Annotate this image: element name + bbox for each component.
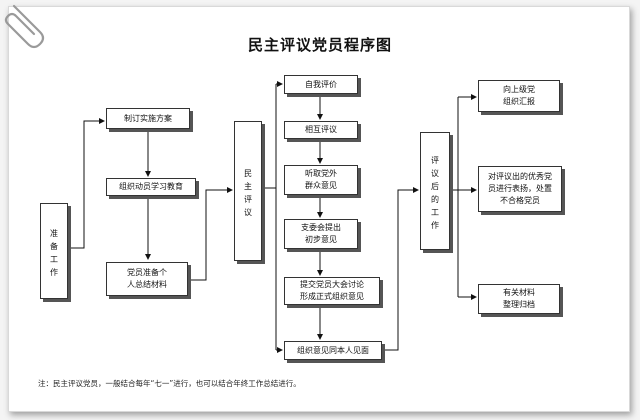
node-public-opinion: 听取党外 群众意见 (284, 165, 358, 195)
node-report: 向上级党 组织汇报 (478, 80, 560, 112)
arrow-feedback-to-after (360, 187, 419, 351)
node-commend: 对评议出的优秀党 员进行表扬，处置 不合格党员 (478, 166, 562, 212)
node-mutual-review: 相互评议 (284, 121, 358, 139)
node-party-meeting: 提交党员大会讨论 形成正式组织意见 (284, 277, 380, 305)
arrow-summary-to-review (188, 187, 233, 281)
footnote: 注：民主评议党员，一般结合每年“七一”进行，也可以结合年终工作总结进行。 (38, 379, 301, 388)
paperclip-icon (4, 4, 45, 49)
arrow-prep-to-plan (68, 118, 105, 249)
node-review: 民 主 评 议 (234, 121, 262, 261)
node-plan: 制订实施方案 (106, 108, 190, 129)
node-committee-opinion: 支委会提出 初步意见 (284, 219, 358, 249)
node-self-evaluation: 自我评价 (284, 75, 358, 94)
node-archive: 有关材料 整理归档 (478, 284, 560, 314)
node-after-review: 评 议 后 的 工 作 (420, 132, 450, 250)
node-feedback: 组织意见同本人见面 (284, 341, 382, 360)
node-summary: 党员准备个 人总结材料 (106, 262, 188, 296)
diagram-title: 民主评议党员程序图 (247, 36, 392, 54)
node-preparation: 准 备 工 作 (40, 203, 68, 299)
node-study: 组织动员学习教育 (106, 178, 196, 196)
